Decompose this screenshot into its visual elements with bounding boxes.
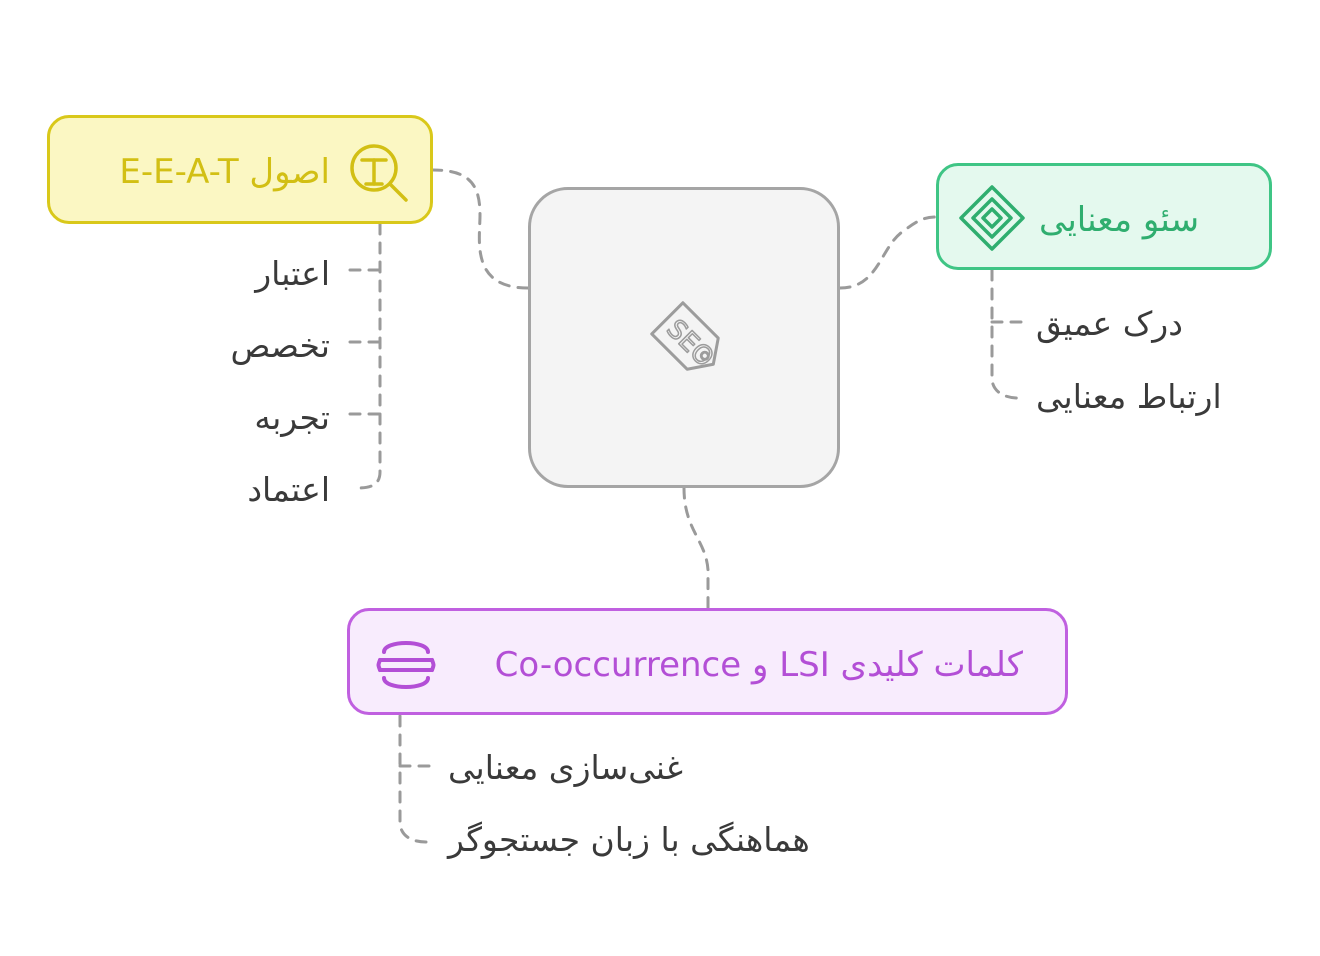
semantic-item-1: درک عمیق (1036, 304, 1183, 343)
keywords-item-2: هماهنگی با زبان جستجوگر (448, 820, 810, 859)
keywords-node: کلمات کلیدی LSI و Co-occurrence (347, 608, 1068, 715)
eeat-item-3: تجربه (254, 398, 330, 437)
center-node: SEO (528, 187, 840, 488)
connector-eeat (431, 168, 530, 290)
eeat-node: اصول E-E-A-T (47, 115, 433, 224)
semantic-tree-trunk (990, 268, 1020, 400)
connector-keywords (682, 486, 710, 610)
connector-semantic (838, 215, 938, 290)
keywords-tree-trunk (398, 714, 428, 844)
eeat-title: اصول E-E-A-T (119, 152, 330, 192)
semantic-item-2: ارتباط معنایی (1036, 377, 1222, 416)
database-stack-icon (376, 641, 436, 689)
keywords-item-1: غنی‌سازی معنایی (448, 748, 683, 787)
eeat-tree-trunk (356, 222, 382, 490)
eeat-item-2: تخصص (230, 326, 330, 365)
semantic-title: سئو معنایی (1039, 200, 1200, 240)
seo-tag-icon: SEO (650, 301, 720, 374)
keywords-title: کلمات کلیدی LSI و Co-occurrence (494, 645, 1023, 685)
search-text-icon (350, 144, 408, 202)
semantic-node: سئو معنایی (936, 163, 1272, 270)
eeat-item-1: اعتبار (255, 254, 330, 293)
eeat-item-4: اعتماد (247, 470, 330, 509)
diamond-layers-icon (959, 185, 1025, 251)
